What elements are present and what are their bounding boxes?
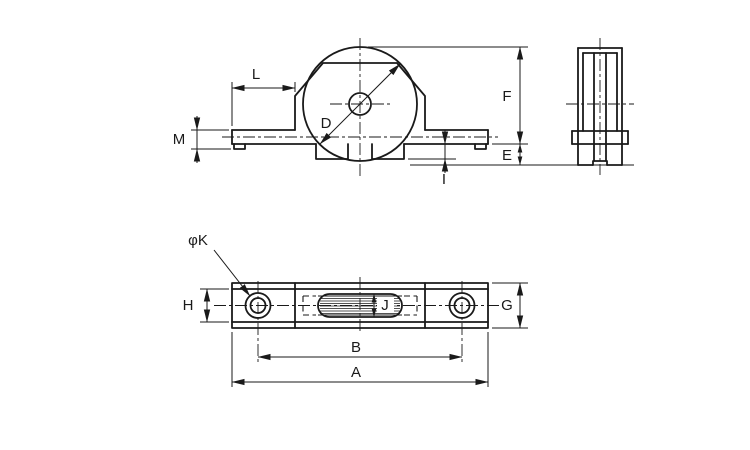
side-centerlines [566, 38, 634, 175]
left-lip [233, 143, 246, 150]
right-lip [474, 143, 487, 150]
dim-label-f: F [502, 88, 511, 105]
dimension-D: D [319, 63, 401, 145]
dimension-M: M [173, 116, 231, 163]
dimension-H: H [183, 288, 229, 323]
dim-label-m: M [173, 131, 186, 148]
dimension-G: G [492, 282, 528, 329]
dim-label-b: B [351, 339, 361, 356]
side-view [566, 38, 634, 175]
dim-label-d: D [321, 115, 332, 132]
dim-label-phik: φK [188, 232, 208, 249]
dimension-K: φK [188, 232, 251, 297]
right-tab [371, 143, 405, 160]
front-centerlines [222, 38, 498, 178]
dim-label-i: I [442, 171, 446, 188]
front-view: L M D F E I [173, 38, 634, 188]
dim-label-g: G [501, 297, 513, 314]
dim-label-e: E [502, 147, 512, 164]
dim-label-l: L [252, 66, 260, 83]
dimension-J: J [371, 293, 394, 318]
dim-label-a: A [351, 364, 361, 381]
dim-label-j: J [381, 297, 389, 314]
dim-label-h: H [183, 297, 194, 314]
plan-view: φK H G J B A [183, 232, 528, 387]
dimension-A: A [231, 332, 489, 387]
dimension-L: L [231, 66, 296, 126]
dimension-I: I [408, 130, 456, 188]
dimension-B: B [257, 339, 463, 361]
left-tab [315, 143, 349, 160]
plan-centerlines [214, 277, 500, 362]
